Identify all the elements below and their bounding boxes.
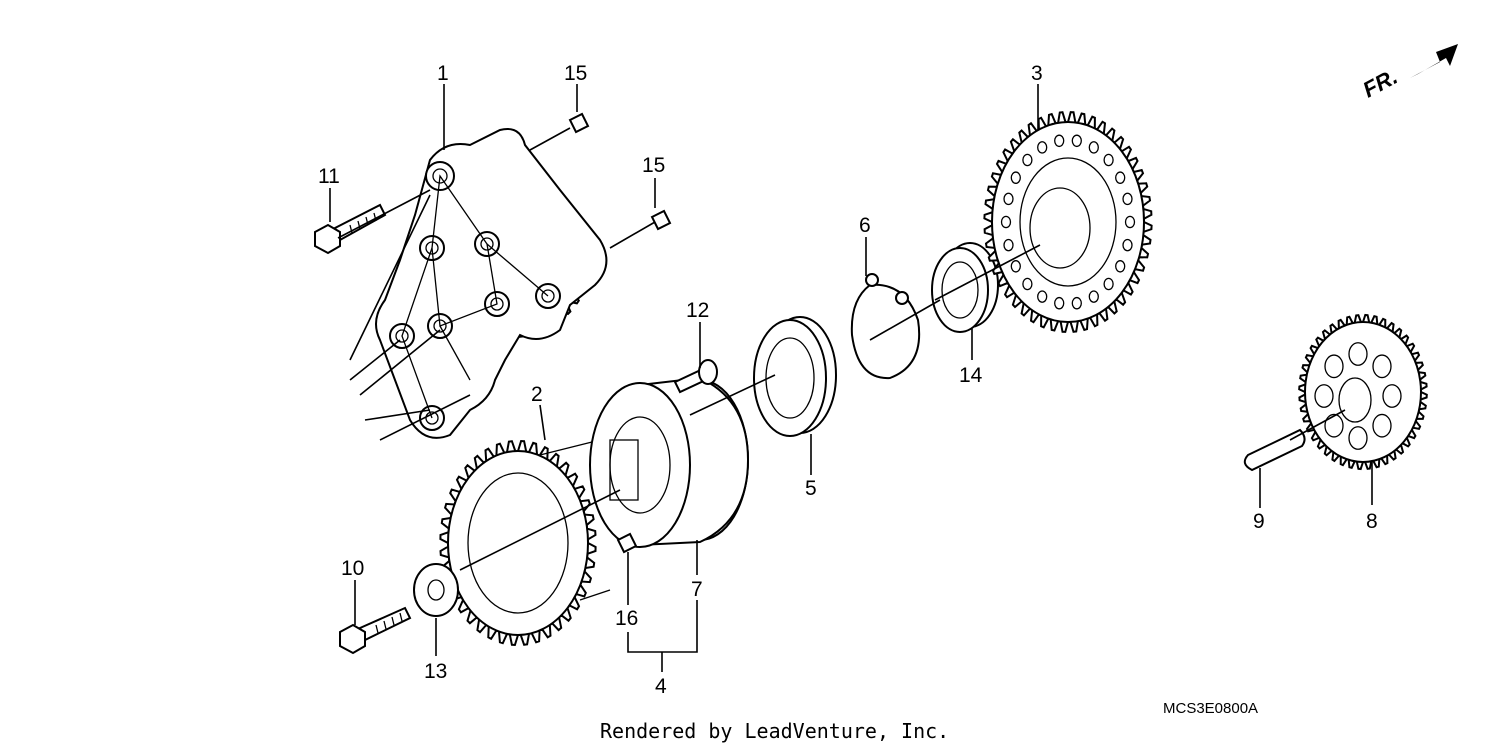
part-12-bolt[interactable]: [673, 359, 718, 394]
part-1-housing[interactable]: [349, 128, 608, 441]
callout-6: 6: [859, 214, 871, 237]
part-6-snap-ring[interactable]: [850, 273, 921, 380]
render-credit: Rendered by LeadVenture, Inc.: [600, 719, 949, 743]
part-7-hub[interactable]: [589, 376, 750, 548]
part-11-bolt[interactable]: [314, 203, 387, 255]
part-16-dowel-pin[interactable]: [616, 532, 638, 554]
callout-14: 14: [959, 364, 983, 387]
callout-3: 3: [1031, 62, 1043, 85]
part-2-ring-gear[interactable]: [439, 439, 611, 647]
callout-15-upper: 15: [564, 62, 587, 85]
callout-8: 8: [1366, 510, 1378, 533]
part-15-dowel-pin-lower[interactable]: [650, 209, 672, 231]
front-direction-arrow: [1410, 44, 1458, 78]
callout-16: 16: [615, 607, 638, 630]
callout-4: 4: [655, 675, 667, 698]
part-3-driven-gear[interactable]: [983, 111, 1153, 333]
callout-7: 7: [691, 578, 703, 601]
callout-2: 2: [531, 383, 543, 406]
callout-12: 12: [686, 299, 709, 322]
callout-11: 11: [318, 165, 340, 188]
callout-9: 9: [1253, 510, 1265, 533]
callout-15-lower: 15: [642, 154, 665, 177]
part-15-dowel-pin-upper[interactable]: [568, 112, 590, 134]
part-8-idle-gear[interactable]: [1298, 313, 1428, 471]
diagram-code: MCS3E0800A: [1163, 700, 1258, 717]
part-10-bolt[interactable]: [339, 606, 412, 655]
callout-10: 10: [341, 557, 364, 580]
callout-1: 1: [437, 62, 449, 85]
part-14-needle-bearing[interactable]: [931, 242, 999, 333]
callout-5: 5: [805, 477, 817, 500]
part-9-shaft[interactable]: [1243, 428, 1306, 472]
part-5-one-way-clutch[interactable]: [753, 316, 837, 437]
callout-13: 13: [424, 660, 447, 683]
part-13-washer[interactable]: [413, 563, 459, 617]
front-direction-label: FR.: [1359, 64, 1402, 103]
